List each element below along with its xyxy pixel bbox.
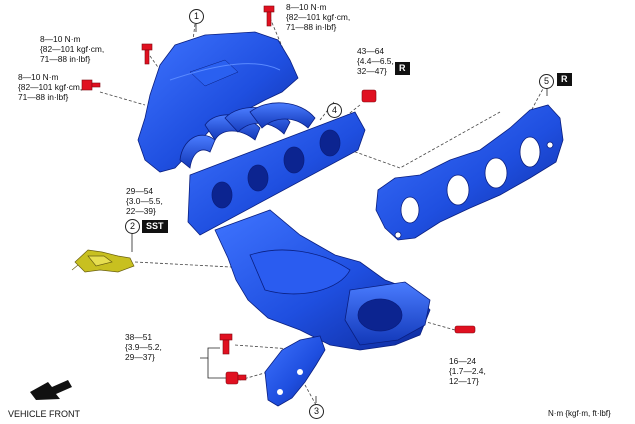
sst-badge: SST — [142, 220, 168, 233]
bolt-icon — [454, 325, 476, 334]
torque-label: 8—10 N·m {82—101 kgf·cm, 71—88 in·lbf} — [40, 34, 105, 64]
callout-4: 4 — [327, 103, 342, 118]
torque-label: 43—64 {4.4—6.5, 32—47} — [357, 46, 394, 76]
torque-label: 38—51 {3.9—5.2, 29—37} — [125, 332, 162, 362]
bolt-icon — [141, 43, 153, 65]
torque-label: 16—24 {1.7—2.4, 12—17} — [449, 356, 486, 386]
nut-icon — [225, 371, 247, 385]
torque-label: 8—10 N·m {82—101 kgf·cm, 71—88 in·lbf} — [286, 2, 351, 32]
lower-heat-insulator — [264, 335, 326, 407]
torque-label: 8—10 N·m {82—101 kgf·cm, 71—88 in·lbf} — [18, 72, 83, 102]
bolt-icon — [263, 5, 275, 27]
units-legend: N·m {kgf·m, ft·lbf} — [548, 409, 611, 418]
fasteners — [81, 5, 476, 385]
vehicle-front-arrow-icon — [30, 380, 72, 400]
replace-badge: R — [395, 62, 410, 75]
callout-3: 3 — [309, 404, 324, 419]
callout-5: 5 — [539, 74, 554, 89]
callout-1: 1 — [189, 9, 204, 24]
bolt-icon — [219, 333, 233, 355]
nut-icon — [81, 79, 101, 91]
oxygen-sensor-icon — [71, 249, 135, 273]
vehicle-front-label: VEHICLE FRONT — [8, 409, 81, 419]
nut-icon — [361, 89, 377, 103]
replace-badge: R — [557, 73, 572, 86]
torque-label: 29—54 {3.0—5.5, 22—39} — [126, 186, 163, 216]
exhaust-manifold-gasket — [375, 104, 564, 241]
callout-2: 2 — [125, 219, 140, 234]
exhaust-manifold — [179, 102, 431, 351]
